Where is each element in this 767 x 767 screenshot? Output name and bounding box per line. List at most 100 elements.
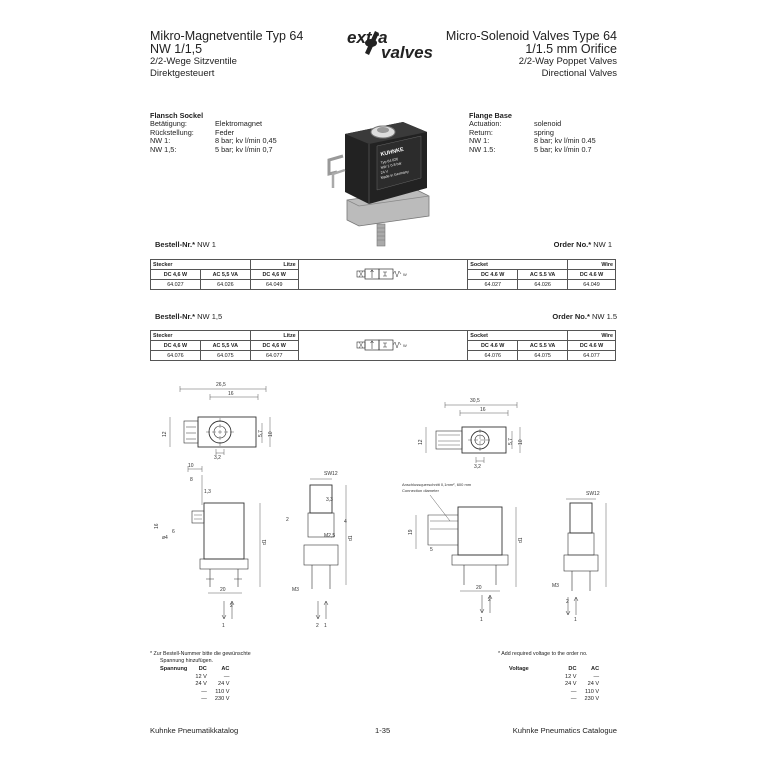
title-de-2: NW 1/1,5 [150, 42, 203, 56]
plan-view-right: 30,5 16 12 5,7 10 3,2 [418, 398, 524, 470]
order-size: NW 1.5 [591, 312, 617, 321]
order-number: 64.077 [567, 350, 616, 361]
col-header: DC 4,6 W [249, 269, 299, 280]
spec-value: Feder [215, 127, 235, 137]
svg-text:M2,5: M2,5 [324, 533, 335, 539]
logo-text-1: extra [347, 28, 388, 47]
valve-product-photo: KUHNKE Typ 64.026 NW 1 0-8 bar 24 V Made… [327, 122, 430, 247]
svg-text:SW12: SW12 [586, 491, 600, 497]
dc-header: DC [198, 666, 207, 672]
svg-text:12: 12 [162, 431, 168, 437]
svg-text:M3: M3 [552, 583, 559, 589]
spec-key: NW 1.5: [469, 144, 496, 154]
footnote-de: * Zur Bestell-Nummer bitte die gewünscht… [150, 651, 251, 664]
spec-de: Flansch Sockel Betätigung:Elektromagnet … [150, 111, 277, 154]
order-size: NW 1 [593, 240, 612, 249]
voltage-ac: 230 V [214, 696, 230, 702]
subtitle-de-1: 2/2-Wege Sitzventile [150, 56, 237, 67]
svg-text:d1: d1 [518, 537, 524, 543]
svg-text:1: 1 [324, 623, 327, 629]
svg-text:26,5: 26,5 [216, 382, 226, 388]
valve-symbol-icon: W [356, 268, 407, 279]
svg-text:2: 2 [316, 623, 319, 629]
svg-text:2: 2 [230, 603, 233, 609]
order-number: 64.077 [249, 350, 299, 361]
voltage-dc: 24 V [565, 681, 577, 687]
voltage-label: Spannung [160, 666, 188, 672]
spec-key: Rückstellung: [150, 127, 194, 137]
svg-text:3,2: 3,2 [214, 455, 221, 461]
order2-table: Stecker Litze W Socket Wire DC 4,6 W AC … [150, 330, 616, 361]
svg-text:5: 5 [430, 547, 433, 553]
footnote-en: * Add required voltage to the order no. [498, 651, 588, 658]
product-label-line: NW 1 0-8 bar [380, 161, 403, 170]
order2-label-en: Order No.* NW 1.5 [552, 312, 617, 321]
svg-text:30,5: 30,5 [470, 398, 480, 404]
dc-header: DC [568, 666, 577, 672]
order-label: Order No.* [553, 240, 592, 249]
product-label-brand: KUHNKE [380, 147, 405, 158]
spec-value: 8 bar; kv l/min 0,45 [215, 136, 277, 146]
spec-key: NW 1: [469, 136, 490, 146]
col-header: DC 4.6 W [467, 340, 519, 351]
subtitle-en-1: 2/2-Way Poppet Valves [518, 56, 617, 67]
order1-table: Stecker Litze W Socket Wire DC 4,6 W AC … [150, 259, 616, 290]
front-view-left: SW12 3,3 2 4 M2,5 M3 d1 [286, 471, 354, 593]
wire-header: Wire [567, 259, 616, 270]
logo-text-2: valves [381, 43, 433, 62]
valve-symbol-cell: W [297, 259, 469, 290]
order-label: Bestell-Nr.* [155, 240, 196, 249]
footer-right: Kuhnke Pneumatics Catalogue [512, 726, 617, 735]
title-de-1: Mikro-Magnetventile Typ 64 [150, 29, 304, 43]
order-label: Order No.* [552, 312, 590, 321]
voltage-ac: 110 V [215, 688, 230, 695]
socket-header: Socket [467, 259, 569, 270]
svg-text:2: 2 [286, 517, 289, 523]
col-header: DC 4,6 W [249, 340, 299, 351]
svg-text:1: 1 [480, 617, 483, 623]
svg-text:W: W [403, 343, 407, 348]
svg-text:SW12: SW12 [324, 471, 338, 477]
svg-text:16: 16 [154, 523, 160, 529]
spec-key: Actuation: [469, 119, 502, 129]
voltage-ac: 230 V [584, 696, 600, 702]
order-number: 64.026 [517, 279, 569, 290]
voltage-ac: 110 V [584, 688, 600, 695]
col-header: AC 5.5 VA [517, 340, 569, 351]
svg-text:20: 20 [476, 585, 482, 591]
front-view-right: SW12 M3 [552, 491, 607, 591]
svg-text:M3: M3 [292, 587, 299, 593]
svg-text:3,3: 3,3 [326, 497, 333, 503]
footer-left: Kuhnke Pneumatikkatalog [150, 726, 239, 735]
footnote-line: Spannung hinzufügen. [160, 657, 214, 664]
order-number: 64.075 [517, 350, 569, 361]
voltage-ac: — [593, 673, 600, 680]
subtitle-en-2: Directional Valves [541, 68, 617, 79]
litze-header: Litze [249, 259, 299, 270]
spec-de-heading: Flansch Sockel [150, 111, 204, 120]
svg-text:Anschlussquerschnitt 0,1mm²,: Anschlussquerschnitt 0,1mm², 600 mm [402, 482, 472, 487]
product-label-line: Typ 64.026 [380, 157, 398, 165]
svg-text:12: 12 [418, 439, 424, 445]
svg-text:4: 4 [344, 519, 347, 525]
order-number: 64.075 [199, 350, 251, 361]
col-header: DC 4.6 W [467, 269, 519, 280]
port-arrows: 1 2 2 1 1 2 2 1 [221, 594, 579, 629]
order-number: 64.076 [467, 350, 519, 361]
spec-value: Elektromagnet [215, 119, 263, 129]
svg-text:20: 20 [220, 587, 226, 593]
col-header: AC 5,5 VA [199, 269, 251, 280]
voltage-dc: 12 V [195, 673, 207, 680]
svg-text:d1: d1 [262, 539, 268, 545]
svg-text:5,7: 5,7 [258, 430, 264, 437]
spec-key: NW 1: [150, 136, 171, 146]
order-number: 64.076 [150, 350, 201, 361]
spec-key: NW 1,5: [150, 144, 177, 154]
voltage-dc: — [570, 696, 577, 702]
order-number: 64.026 [199, 279, 251, 290]
svg-text:W: W [403, 272, 407, 277]
spec-key: Return: [469, 127, 493, 137]
svg-text:10: 10 [268, 431, 274, 437]
product-label-line: 24 V [380, 169, 389, 175]
